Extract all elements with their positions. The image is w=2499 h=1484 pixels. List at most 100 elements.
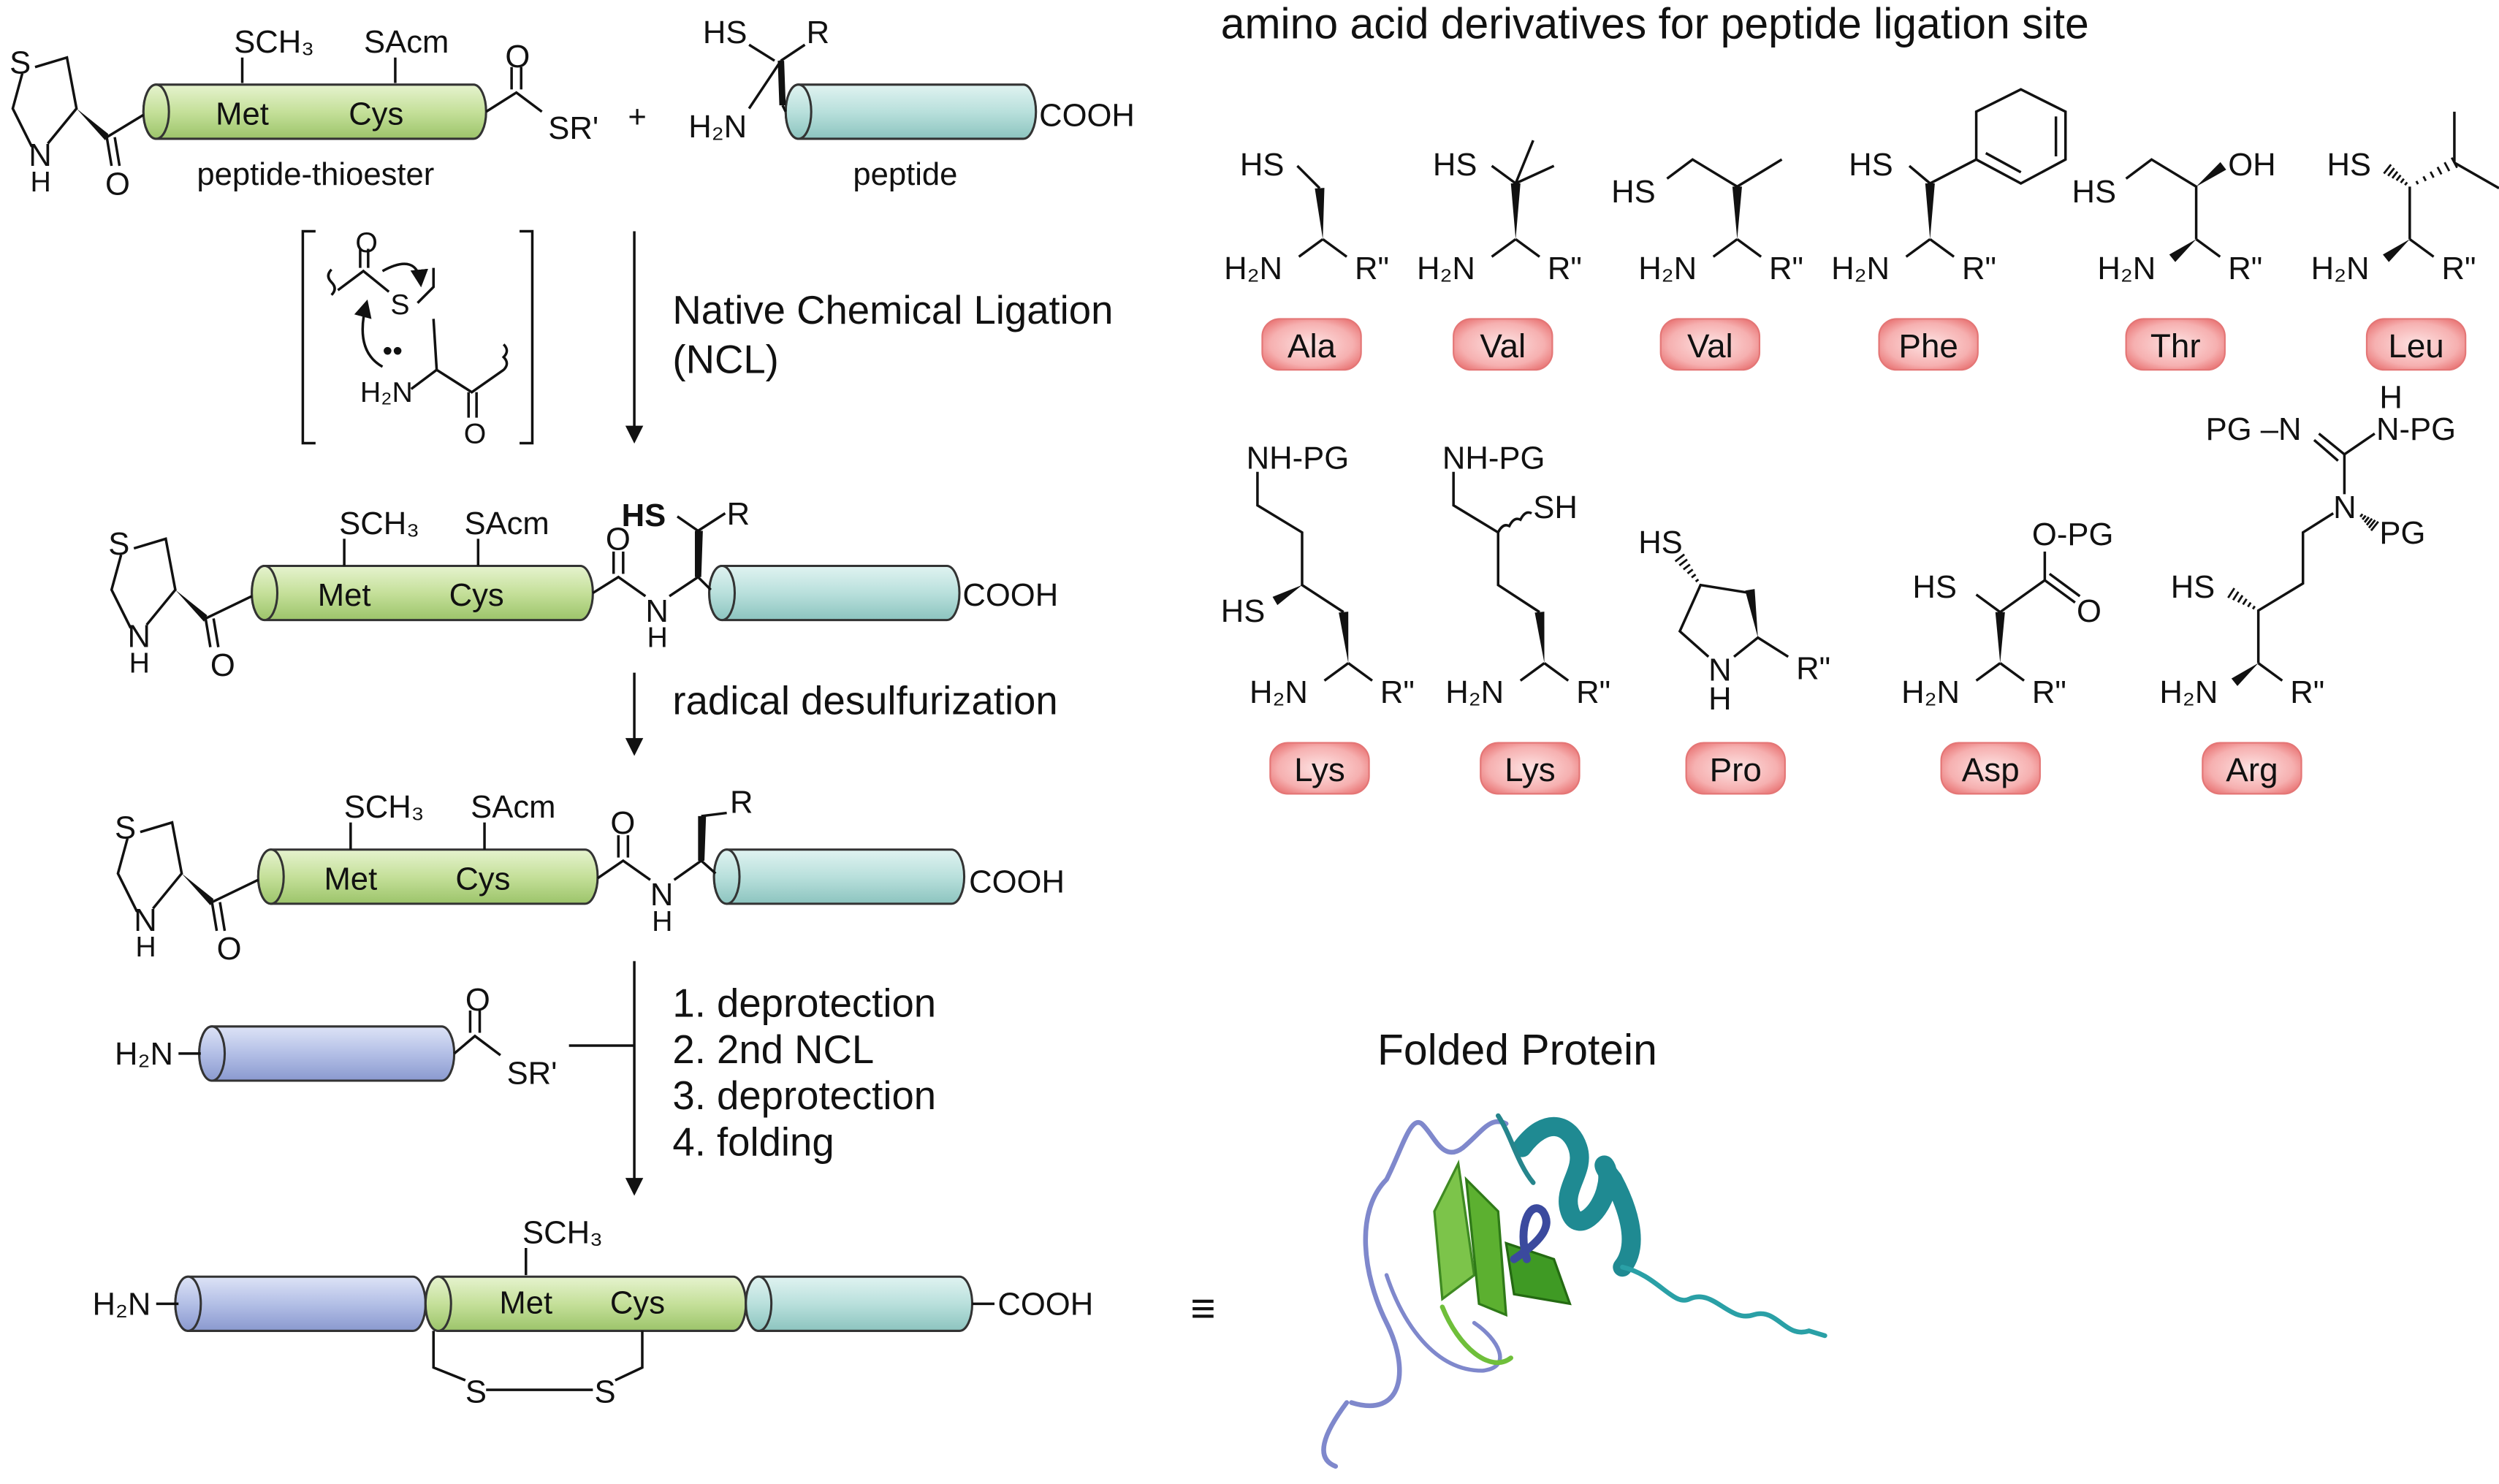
h2n-label: H₂N bbox=[2097, 251, 2156, 286]
h2n-label: H₂N bbox=[2159, 675, 2218, 710]
hydrogen-label: H bbox=[2379, 381, 2403, 416]
hs-label: HS bbox=[2327, 148, 2371, 183]
badge-label: Leu bbox=[2388, 327, 2443, 365]
wedge-bond bbox=[1510, 183, 1521, 240]
structure-pro: NHR"HS bbox=[1638, 525, 1830, 717]
ncl-label: Native Chemical Ligation bbox=[672, 288, 1113, 332]
badge-label: Val bbox=[1480, 327, 1526, 365]
sulfur-label: S bbox=[595, 1375, 616, 1410]
sch3-label: SCH₃ bbox=[339, 506, 419, 541]
bond bbox=[1515, 237, 1540, 258]
cys-label: Cys bbox=[449, 578, 504, 613]
r-double-prime-label: R" bbox=[1962, 251, 1996, 286]
peptide-segment bbox=[251, 564, 594, 622]
oxygen-label: O bbox=[606, 522, 631, 558]
peptide-segment bbox=[256, 848, 599, 905]
hydrogen-label: H bbox=[1708, 682, 1732, 717]
sulfur-label: S bbox=[9, 46, 31, 81]
r-double-prime-label: R" bbox=[2290, 675, 2324, 710]
badge-label: Arg bbox=[2226, 751, 2278, 788]
bond bbox=[1296, 164, 1321, 189]
peptide-segment bbox=[424, 1275, 748, 1332]
desulfurization-label: radical desulfurization bbox=[672, 678, 1057, 723]
r-double-prime-label: R" bbox=[1380, 675, 1415, 710]
badge-pro: Pro bbox=[1685, 742, 1786, 795]
nitrogen-label: N bbox=[127, 620, 151, 655]
wedge-bond bbox=[1925, 183, 1935, 240]
h2n-label: H₂N bbox=[1831, 251, 1890, 286]
bond bbox=[2125, 158, 2198, 240]
badge-label: Asp bbox=[1962, 751, 2020, 788]
wedge-bond bbox=[2169, 239, 2196, 262]
sh-label: SH bbox=[1533, 490, 1578, 525]
h2n-label: H₂N bbox=[688, 110, 747, 145]
derivatives-title: amino acid derivatives for peptide ligat… bbox=[1221, 1, 2089, 48]
wedge-bond bbox=[1732, 186, 1742, 240]
nitrogen-label: N bbox=[28, 138, 52, 173]
hashed-bond bbox=[2415, 157, 2458, 185]
sacm-label: SAcm bbox=[364, 25, 449, 60]
met-label: Met bbox=[318, 578, 371, 613]
badge-asp: Asp bbox=[1940, 742, 2041, 795]
folded-protein-title: Folded Protein bbox=[1377, 1027, 1657, 1074]
r-label: R bbox=[727, 497, 750, 532]
badge-label: Pro bbox=[1710, 751, 1762, 788]
bond bbox=[1491, 140, 1555, 185]
bond bbox=[1736, 237, 1762, 258]
step-3: 3. deprotection bbox=[672, 1073, 936, 1118]
peptide-segment bbox=[784, 83, 1038, 140]
ncl-abbrev: (NCL) bbox=[672, 338, 778, 382]
badge-leu: Leu bbox=[2365, 318, 2467, 371]
badge-arg: Arg bbox=[2202, 742, 2302, 795]
badge-label: Thr bbox=[2150, 327, 2201, 365]
bond bbox=[1975, 662, 2001, 682]
sr-label: SR' bbox=[507, 1056, 558, 1091]
bond bbox=[1347, 662, 1373, 682]
cys-label: Cys bbox=[349, 96, 403, 132]
bond bbox=[1491, 237, 1517, 258]
sulfur-label: S bbox=[465, 1375, 487, 1410]
bond bbox=[1975, 551, 2081, 614]
badge-thr: Thr bbox=[2125, 318, 2226, 371]
hs-label: HS bbox=[1912, 570, 1957, 605]
hs-bold-label: HS bbox=[622, 498, 666, 533]
badge-ala: Ala bbox=[1261, 318, 1362, 371]
thiazolidine-3: S N H O bbox=[115, 810, 259, 967]
bond bbox=[1519, 662, 1545, 682]
sulfur-label: S bbox=[108, 527, 129, 562]
h2n-label: H₂N bbox=[1250, 675, 1308, 710]
bond bbox=[1929, 237, 1955, 258]
peptide-segment bbox=[745, 1275, 974, 1332]
sr-label: SR' bbox=[548, 111, 598, 146]
h2n-label: H₂N bbox=[1224, 251, 1282, 286]
o-pg-label: O-PG bbox=[2032, 517, 2113, 552]
bond bbox=[1905, 237, 1931, 258]
folded-protein-ribbon bbox=[1321, 1113, 1827, 1469]
oxygen-label: O bbox=[355, 227, 378, 259]
hs-label: HS bbox=[1433, 148, 1477, 183]
badge-lys: Lys bbox=[1480, 742, 1581, 795]
hs-label: HS bbox=[703, 15, 748, 50]
cysteine-peptide-nterm: HS R H₂N bbox=[688, 15, 829, 145]
oxygen-label: O bbox=[464, 418, 487, 450]
cooh-label: COOH bbox=[962, 578, 1058, 613]
h2n-label: H₂N bbox=[1445, 675, 1504, 710]
h2n-label: H₂N bbox=[360, 376, 413, 408]
hydrogen-label: H bbox=[135, 931, 156, 963]
hydrogen-label: H bbox=[652, 905, 672, 937]
thiazolidine-1: S N H O bbox=[9, 46, 145, 202]
cys-label: Cys bbox=[455, 861, 510, 897]
oxygen-label: O bbox=[210, 648, 235, 683]
equivalence-sign: ≡ bbox=[1190, 1285, 1215, 1333]
cooh-label: COOH bbox=[997, 1287, 1093, 1323]
hs-label: HS bbox=[2072, 175, 2116, 210]
hashed-bond bbox=[2359, 513, 2379, 531]
oxygen-label: O bbox=[2077, 594, 2101, 629]
